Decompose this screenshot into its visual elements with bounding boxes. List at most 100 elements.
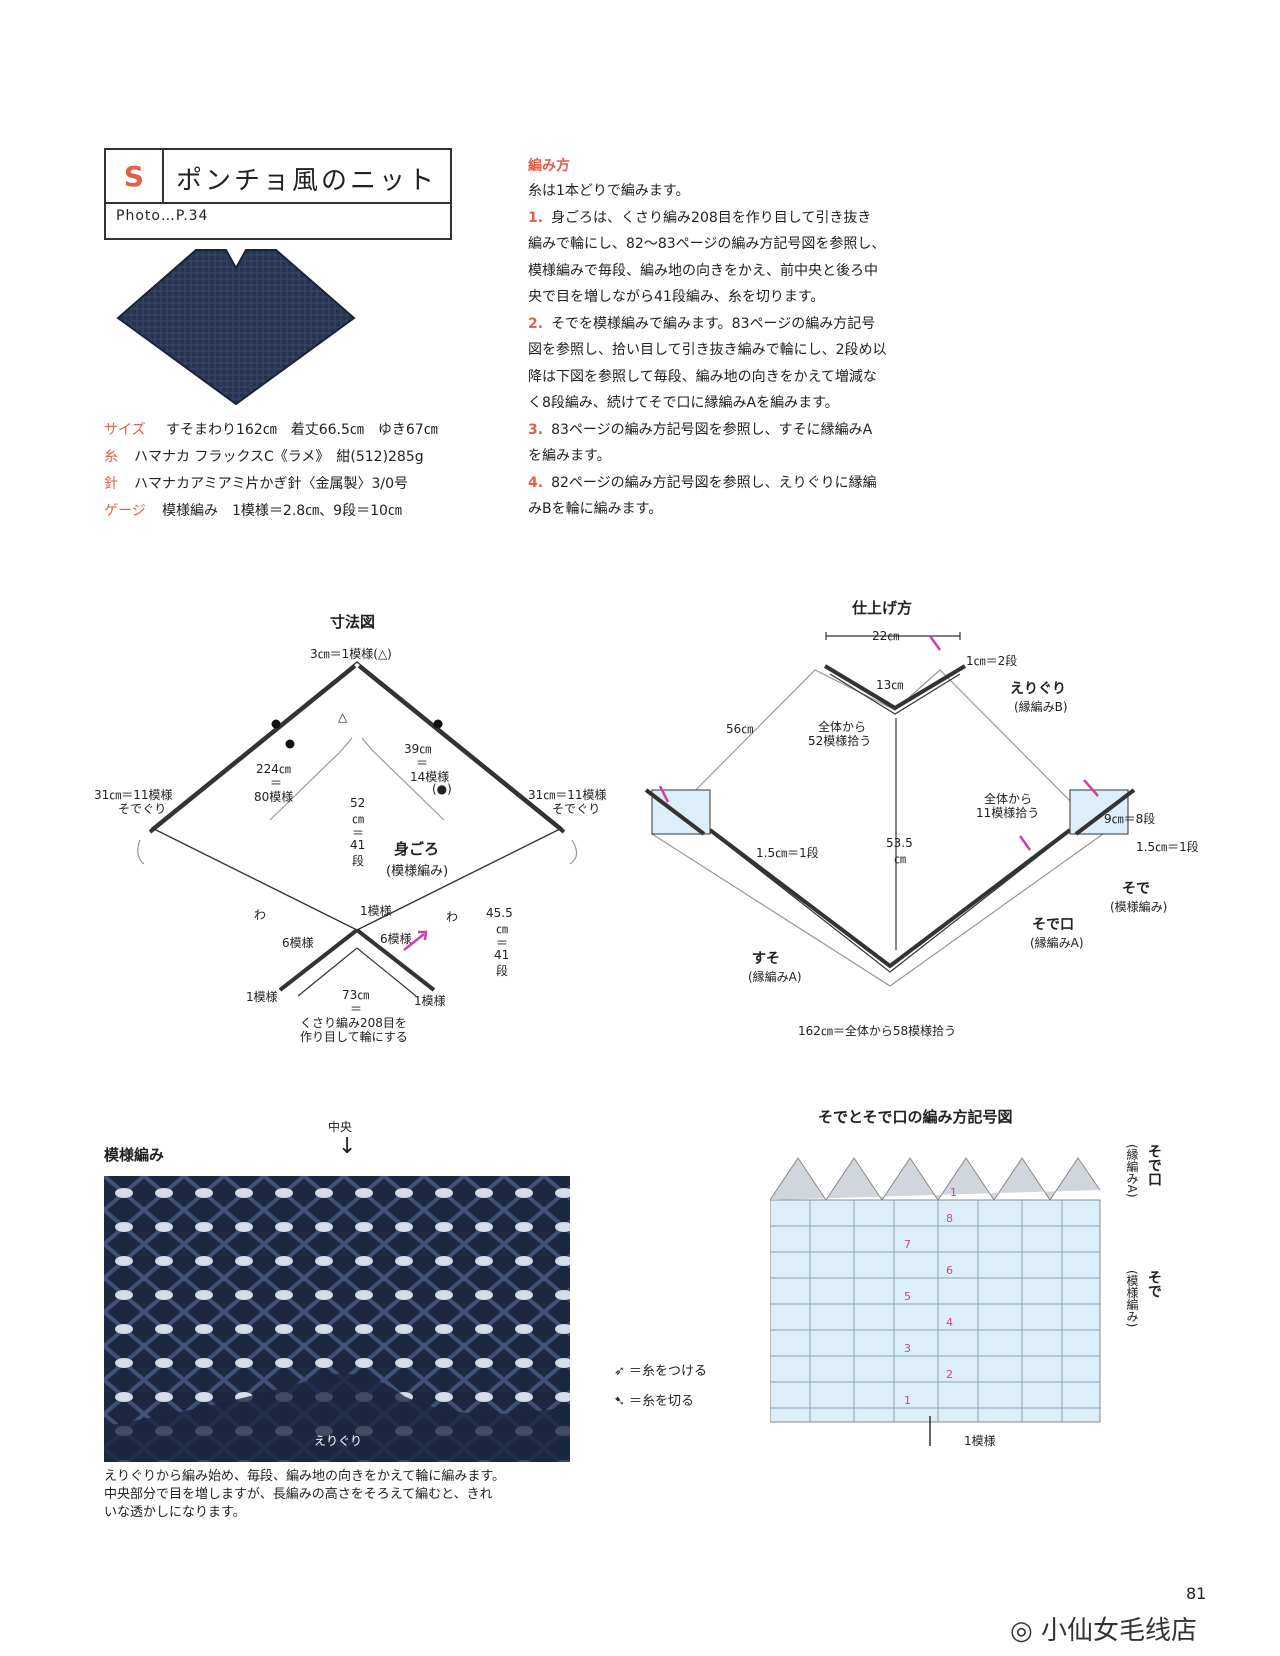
- pattern-title-box: S ポンチョ風のニット Photo…P.34: [104, 148, 452, 240]
- wechat-icon: ◎: [1010, 1616, 1033, 1646]
- pattern-caption: えりぐりから編み始め、毎段、編み地の向きをかえて輪に編みます。 中央部分で目を増…: [104, 1468, 594, 1522]
- dim-right-b: ＝: [416, 756, 429, 770]
- caption-line-1: 中央部分で目を増しますが、長編みの高さをそろえて編むと、きれ: [104, 1487, 493, 1502]
- chart-cuff-label-b: (縁編みA): [1125, 1144, 1139, 1198]
- row-number-5: 5: [904, 1290, 911, 1303]
- attach-yarn-icon: ➶: [614, 1364, 625, 1379]
- fin-sleeve-a: そで: [1122, 881, 1150, 897]
- step-4-line-1: みBを輪に編みます。: [528, 501, 663, 517]
- dim-bottom-d: 作り目して輪にする: [300, 1030, 408, 1044]
- title-row: S ポンチョ風のニット: [106, 150, 450, 204]
- dimension-diagram-title: 寸法図: [330, 613, 376, 631]
- fin-neck: 13㎝: [876, 678, 904, 692]
- dim-left-b: ＝: [270, 776, 283, 790]
- fin-rows: 1㎝＝2段: [966, 654, 1018, 668]
- spec-label: サイズ: [104, 422, 146, 438]
- knit-pattern-photo: えりぐり: [104, 1176, 570, 1462]
- spec-value: すそまわり162㎝ 着丈66.5㎝ ゆき67㎝: [166, 422, 438, 438]
- dim-bottom-right: 1模様: [414, 994, 446, 1008]
- fin-top-width: 22㎝: [872, 629, 900, 643]
- dim-triangle-label: △: [338, 710, 348, 724]
- page-number: 81: [1186, 1584, 1207, 1603]
- fin-pick2-b: 11模様拾う: [976, 806, 1040, 820]
- row-number-1: 1: [904, 1394, 911, 1407]
- step-2-line-3: く8段編み、続けてそで口に縁編みAを編みます。: [528, 395, 839, 411]
- pattern-title: ポンチョ風のニット: [176, 166, 438, 196]
- spec-needle: 針ハマナカアミアミ片かぎ針〈金属製〉3/0号: [104, 473, 408, 493]
- dim-left-sleeve-b: そでぐり: [118, 802, 167, 816]
- fin-center-b: ㎝: [894, 852, 907, 866]
- dim-center-b: ㎝: [352, 812, 365, 826]
- dim-body-b: (模様編み): [386, 864, 449, 879]
- fin-sleeve-b: (模様編み): [1110, 900, 1168, 914]
- dim-side-d: 41: [494, 948, 510, 962]
- fin-cuff-left: 1.5㎝＝1段: [756, 846, 819, 860]
- center-arrow-icon: ↓: [338, 1134, 357, 1159]
- chart-cuff-label-a: そで口: [1146, 1144, 1162, 1186]
- step-1-line-0: 1.身ごろは、くさり編み208目を作り目して引き抜き: [528, 209, 872, 226]
- legend-attach: ➶ ＝糸をつける: [614, 1364, 708, 1379]
- marker-dot: [433, 719, 443, 729]
- dim-right-sleeve-a: 31㎝＝11模様: [528, 788, 607, 802]
- dim-right-c: 14模様: [410, 770, 450, 784]
- step-1-line-1: 編みで輪にし、82～83ページの編み方記号図を参照し、: [528, 236, 886, 252]
- dim-wa-left: わ: [254, 908, 267, 922]
- spec-gauge: ゲージ模様編み 1模様＝2.8㎝、9段＝10㎝: [104, 500, 402, 520]
- dim-side-b: ㎝: [496, 922, 509, 936]
- row-number-9: 1: [950, 1186, 957, 1199]
- watermark: ◎ 小仙女毛线店: [1010, 1616, 1197, 1646]
- fin-collar-b: (縁編みB): [1014, 700, 1068, 714]
- finish-diagram: [644, 632, 1136, 987]
- step-3-line-1: を編みます。: [528, 448, 611, 464]
- spec-label: ゲージ: [104, 503, 146, 519]
- dim-body-a: 身ごろ: [394, 840, 440, 858]
- dim-left-sleeve-a: 31㎝＝11模様: [94, 788, 173, 802]
- caption-line-0: えりぐりから編み始め、毎段、編み地の向きをかえて輪に編みます。: [104, 1469, 506, 1484]
- fin-bottom: 162㎝＝全体から58模様拾う: [798, 1024, 957, 1038]
- knit-direction-arrow: [403, 933, 425, 951]
- pattern-section-title: 模様編み: [104, 1146, 165, 1164]
- symbol-chart: [770, 1157, 1101, 1446]
- row-number-7: 7: [904, 1238, 911, 1251]
- fin-cuff-a: そで口: [1032, 917, 1074, 933]
- caption-line-2: いな透かしになります。: [104, 1505, 246, 1520]
- dim-left-a: 224㎝: [256, 762, 291, 776]
- cut-yarn-icon: ➷: [614, 1394, 625, 1409]
- poncho-image: [116, 249, 356, 406]
- howto-intro: 糸は1本どりで編みます。: [528, 183, 690, 199]
- spec-value: ハマナカアミアミ片かぎ針〈金属製〉3/0号: [134, 476, 408, 492]
- fin-pick2-a: 全体から: [984, 792, 1033, 806]
- marker-dot: [271, 719, 281, 729]
- legend-cut: ➷ ＝糸を切る: [614, 1394, 695, 1409]
- knit-direction-arrow: [928, 635, 942, 651]
- dim-right-sleeve-b: そでぐり: [552, 802, 601, 816]
- center-label: 中央: [328, 1120, 353, 1134]
- fin-pick-b: 52模様拾う: [808, 734, 872, 748]
- row-number-8: 8: [946, 1212, 953, 1225]
- spec-size: サイズ すそまわり162㎝ 着丈66.5㎝ ゆき67㎝: [104, 419, 438, 439]
- step-3-line-0: 3.83ページの編み方記号図を参照し、すそに縁編みA: [528, 421, 873, 438]
- left-cuff: [651, 789, 711, 835]
- step-1-line-2: 模様編みで毎段、編み地の向きをかえ、前中央と後ろ中: [528, 262, 878, 279]
- dim-left-c: 80模様: [254, 790, 294, 804]
- fin-hem-b: (縁編みA): [748, 970, 802, 984]
- symbol-chart-title: そでとそで口の編み方記号図: [818, 1108, 1013, 1126]
- fin-left-len: 56㎝: [726, 722, 754, 736]
- howto-title: 編み方: [528, 158, 570, 174]
- neckline-label: えりぐり: [314, 1434, 363, 1448]
- right-cuff: [1069, 789, 1129, 835]
- pattern-letter: S: [106, 150, 164, 202]
- dim-top-label: 3㎝＝1模様(△): [310, 647, 392, 661]
- dim-center-e: 段: [352, 854, 365, 868]
- marker-dot: [285, 739, 295, 749]
- fin-cuff-right: 1.5㎝＝1段: [1136, 840, 1199, 854]
- dim-right-a: 39㎝: [404, 742, 432, 756]
- photo-reference: Photo…P.34: [116, 208, 209, 224]
- dim-bottom-a: 73㎝: [342, 988, 370, 1002]
- fin-collar-a: えりぐり: [1010, 681, 1066, 697]
- dim-center-c: ＝: [352, 826, 365, 840]
- spec-label: 糸: [104, 449, 118, 465]
- spec-value: 模様編み 1模様＝2.8㎝、9段＝10㎝: [162, 503, 402, 519]
- dim-mid-6r: 6模様: [380, 932, 412, 946]
- row-number-4: 4: [946, 1316, 953, 1329]
